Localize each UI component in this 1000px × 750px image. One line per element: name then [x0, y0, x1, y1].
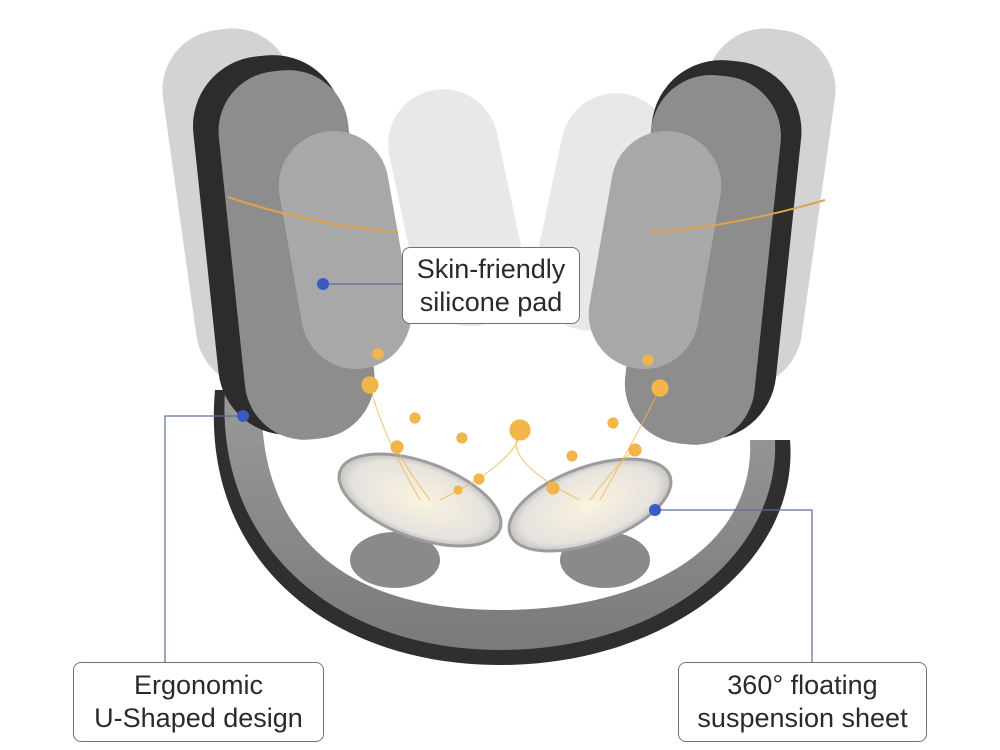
leader-lines — [164, 283, 813, 662]
massager-arms — [193, 55, 802, 445]
callout-u-shaped-design: Ergonomic U-Shaped design — [73, 662, 324, 742]
callout-dots — [237, 278, 661, 516]
callout-text: 360° floating — [727, 670, 878, 700]
callout-text: silicone pad — [419, 286, 563, 317]
callout-text: Skin-friendly — [416, 253, 566, 284]
callout-text: suspension sheet — [697, 703, 908, 733]
u-shaped-band — [213, 390, 791, 665]
callout-silicone-pad: Skin-friendly silicone pad — [402, 247, 580, 324]
swing-arrows — [227, 196, 826, 234]
electrode-left — [337, 452, 503, 588]
callout-text: Ergonomic — [133, 670, 264, 700]
callout-text: U-Shaped design — [94, 703, 303, 733]
callout-floating-sheet: 360° floating suspension sheet — [678, 662, 927, 742]
energy-dots — [361, 348, 669, 501]
electrode-right — [507, 457, 673, 588]
